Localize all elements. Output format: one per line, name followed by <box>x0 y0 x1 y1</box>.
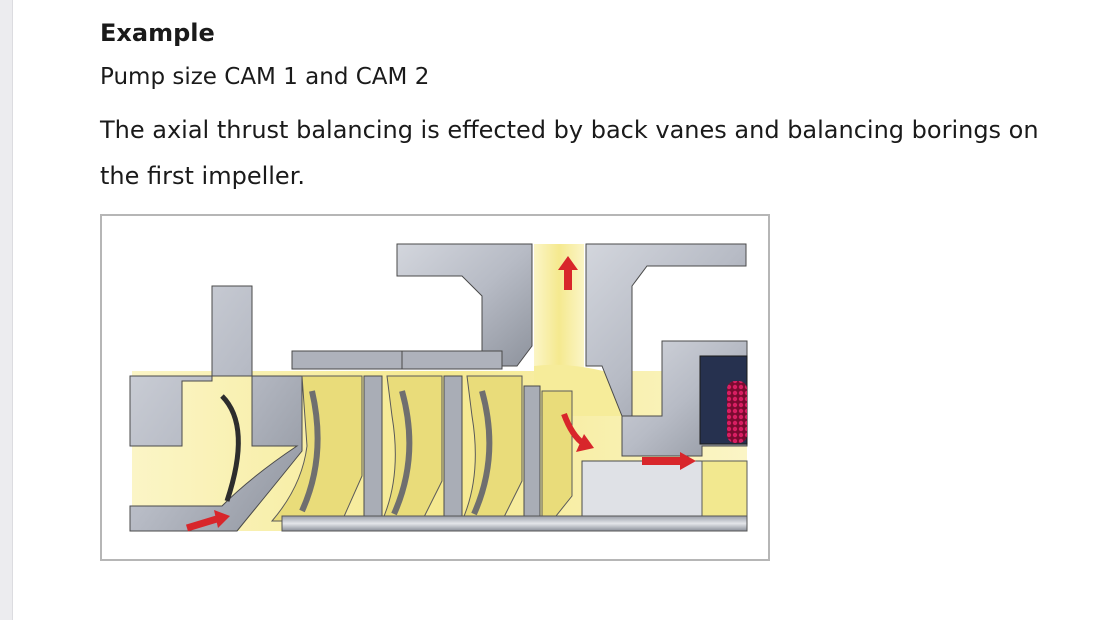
pump-cross-section-figure <box>100 214 770 561</box>
section-subheading: Pump size CAM 1 and CAM 2 <box>100 64 430 90</box>
body-paragraph: The axial thrust balancing is effected b… <box>100 116 1039 190</box>
section-heading: Example <box>100 19 215 47</box>
flow-arrow-balancing <box>561 412 594 452</box>
flow-arrow-axial <box>642 452 696 470</box>
discharge-casing <box>291 243 747 417</box>
flow-arrow-discharge <box>558 256 578 290</box>
pump-shaft <box>281 515 748 532</box>
left-margin-strip <box>0 0 13 620</box>
suction-casing <box>129 285 303 532</box>
impeller-stages <box>270 375 573 527</box>
flow-arrow-inlet <box>185 510 230 532</box>
pump-cross-section-illustration <box>129 243 748 532</box>
bearing-housing <box>581 340 748 527</box>
